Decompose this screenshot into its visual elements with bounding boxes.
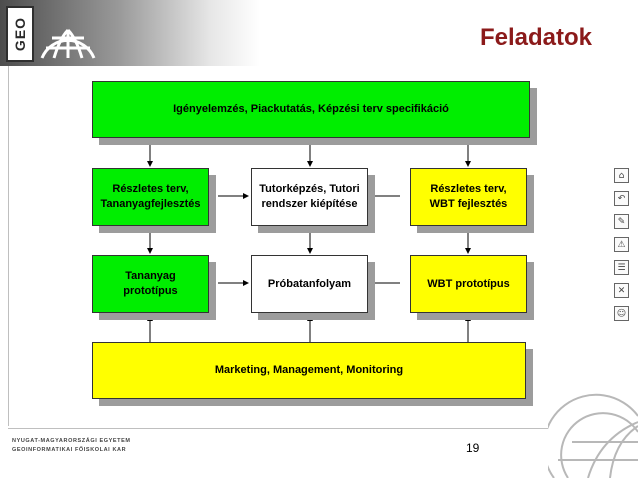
box-detailed-plan-curriculum: Részletes terv, Tananyagfejlesztés bbox=[92, 168, 209, 226]
box-wbt-prototype-label: WBT prototípus bbox=[427, 277, 510, 290]
box-pilot-course-label: Próbatanfolyam bbox=[267, 277, 352, 290]
university-line-1: NYUGAT-MAGYARORSZÁGI EGYETEM bbox=[12, 438, 131, 444]
box-wbt-prototype: WBT prototípus bbox=[410, 255, 527, 313]
box-detailed-plan-wbt-label: Részletes terv, WBT fejlesztés bbox=[429, 183, 508, 210]
box-tutor-training: Tutorképzés, Tutori rendszer kiépítése bbox=[251, 168, 368, 226]
logo: GEO bbox=[6, 6, 136, 62]
box-marketing-management: Marketing, Management, Monitoring bbox=[92, 342, 526, 399]
box-needs-analysis-label: Igényelemzés, Piackutatás, Képzési terv … bbox=[173, 103, 449, 116]
header-band bbox=[0, 0, 640, 66]
box-detailed-plan-curriculum-label: Részletes terv, Tananyagfejlesztés bbox=[100, 183, 201, 210]
person-icon[interactable]: ☺ bbox=[614, 306, 629, 321]
box-detailed-plan-wbt: Részletes terv, WBT fejlesztés bbox=[410, 168, 527, 226]
list-icon[interactable]: ☰ bbox=[614, 260, 629, 275]
university-name: NYUGAT-MAGYARORSZÁGI EGYETEM GEOINFORMAT… bbox=[12, 437, 131, 455]
side-navigation: ⌂ ↶ ✎ ⚠ ☰ ✕ ☺ bbox=[614, 168, 632, 329]
page-number: 19 bbox=[466, 441, 480, 455]
logo-text-box: GEO bbox=[6, 6, 34, 62]
map-icon[interactable]: ✕ bbox=[614, 283, 629, 298]
box-curriculum-prototype: Tananyag prototípus bbox=[92, 255, 209, 313]
edit-icon[interactable]: ✎ bbox=[614, 214, 629, 229]
network-icon[interactable]: ⚠ bbox=[614, 237, 629, 252]
footer-line bbox=[8, 428, 548, 429]
page-title: Feladatok bbox=[479, 24, 592, 51]
back-icon[interactable]: ↶ bbox=[614, 191, 629, 206]
box-marketing-management-label: Marketing, Management, Monitoring bbox=[214, 364, 404, 377]
box-needs-analysis: Igényelemzés, Piackutatás, Képzési terv … bbox=[92, 81, 530, 138]
globe-icon bbox=[40, 28, 96, 59]
box-curriculum-prototype-label: Tananyag prototípus bbox=[123, 270, 178, 297]
box-pilot-course: Próbatanfolyam bbox=[251, 255, 368, 313]
home-icon[interactable]: ⌂ bbox=[614, 168, 629, 183]
university-line-2: GEOINFORMATIKAI FŐISKOLAI KAR bbox=[12, 447, 127, 453]
box-tutor-training-label: Tutorképzés, Tutori rendszer kiépítése bbox=[259, 183, 360, 210]
globe-decoration-icon bbox=[548, 393, 638, 478]
left-border-line bbox=[8, 66, 9, 426]
